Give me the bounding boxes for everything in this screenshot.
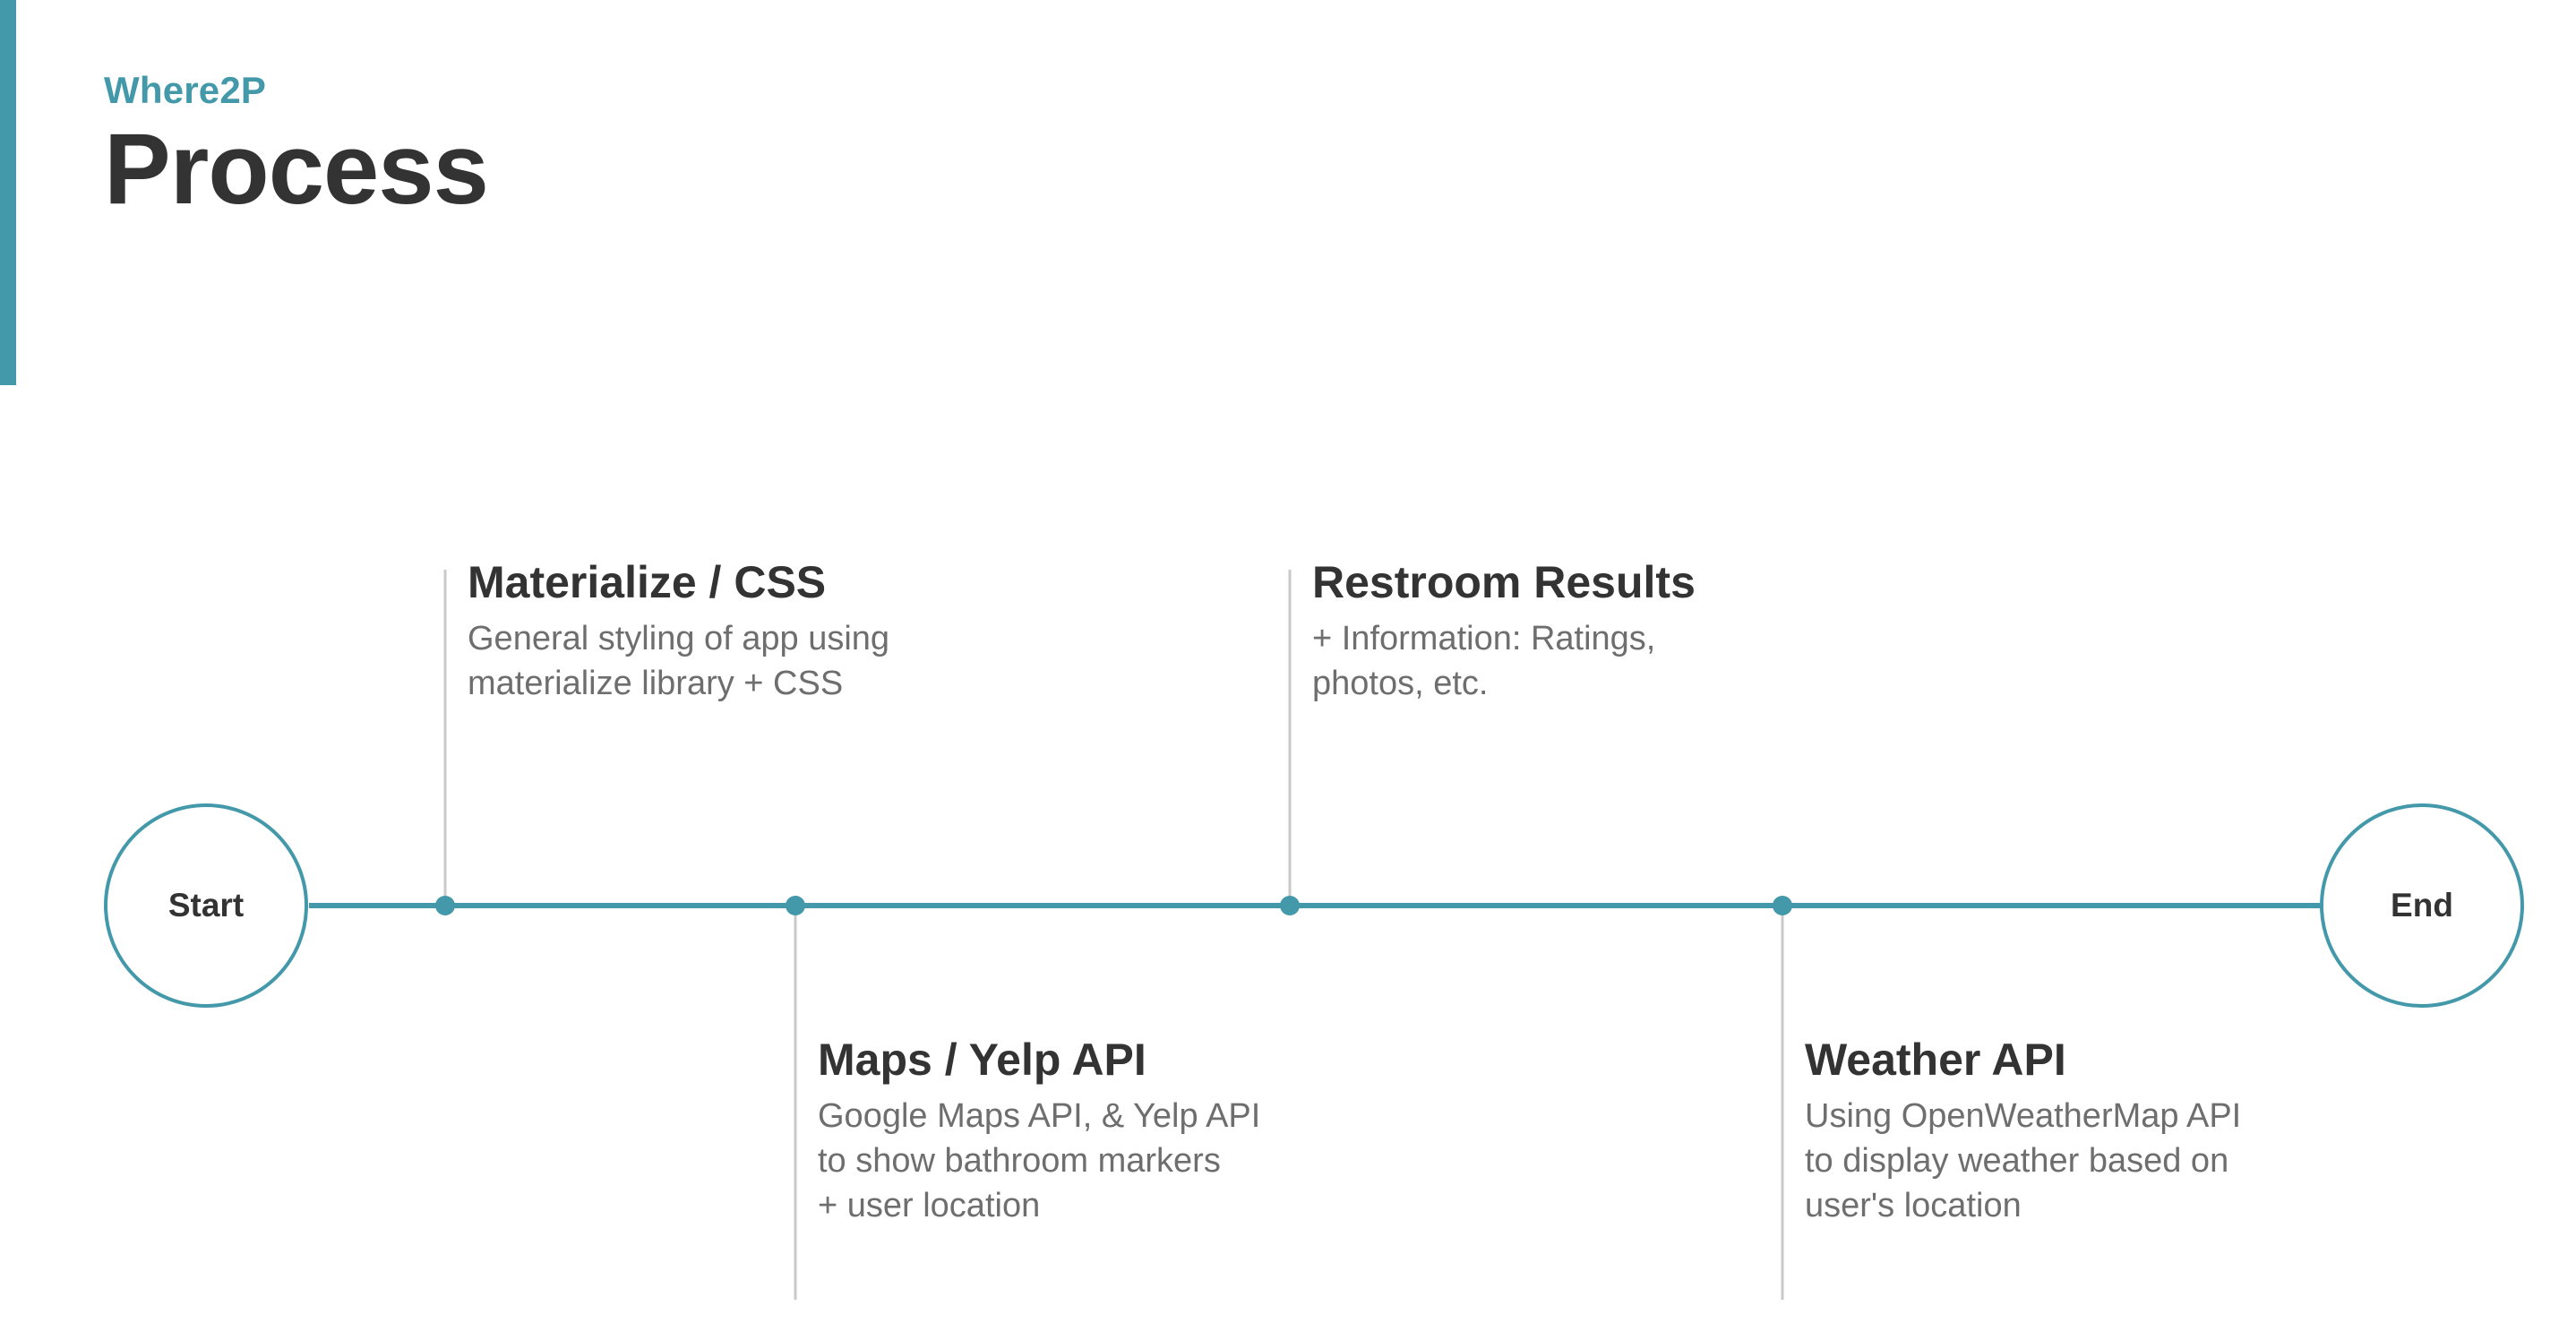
milestone-description-3: + Information: Ratings, photos, etc. [1312,620,1656,703]
milestone-connector-3 [1288,570,1292,906]
milestone-3: Restroom Results + Information: Ratings,… [1312,557,1939,706]
milestone-node-4[interactable] [1773,896,1792,915]
timeline-start-label: Start [167,887,245,923]
milestone-description-1: General styling of app using materialize… [468,620,890,703]
left-accent-bar [0,0,16,385]
milestone-description-4: Using OpenWeatherMap API to display weat… [1805,1097,2242,1225]
milestone-node-2[interactable] [786,896,805,915]
project-name-eyebrow: Where2P [104,69,267,111]
page-title: Process [104,113,489,226]
milestone-title-4: Weather API [1805,1035,2066,1085]
milestone-title-2: Maps / Yelp API [818,1035,1146,1085]
milestone-description-2: Google Maps API, & Yelp API to show bath… [818,1097,1261,1225]
milestone-node-1[interactable] [435,896,455,915]
timeline-end-label: End [2391,887,2453,923]
timeline-end-node[interactable]: End [2320,803,2524,1008]
timeline-start-node[interactable]: Start [104,803,308,1008]
milestone-connector-2 [794,906,797,1300]
milestone-title-1: Materialize / CSS [468,557,827,607]
milestone-connector-1 [443,570,447,906]
timeline-axis [309,903,2320,908]
milestone-4: Weather API Using OpenWeatherMap API to … [1805,1035,2432,1228]
milestone-1: Materialize / CSS General styling of app… [468,557,1095,706]
slide-header: Where2P Process [104,69,1537,226]
milestone-node-3[interactable] [1280,896,1300,915]
milestone-2: Maps / Yelp API Google Maps API, & Yelp … [818,1035,1445,1228]
milestone-connector-4 [1781,906,1784,1300]
milestone-title-3: Restroom Results [1312,557,1696,607]
